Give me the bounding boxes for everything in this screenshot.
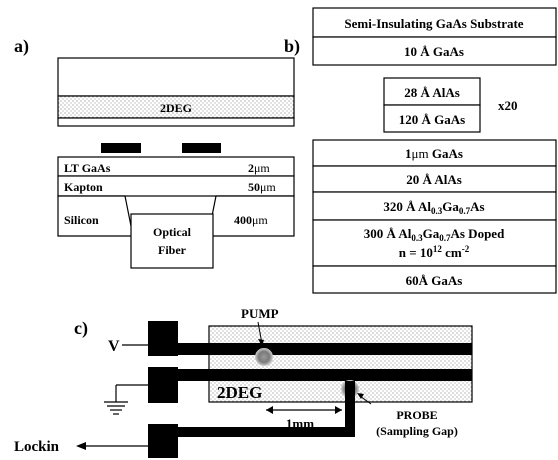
- panel-a-label: a): [14, 36, 29, 57]
- lt-gaas-name: LT GaAs: [64, 161, 111, 175]
- v-label: V: [108, 338, 120, 355]
- superlattice-alas: [383, 77, 481, 106]
- panel-c: c) PUMP V 2DEG PROB: [14, 306, 473, 458]
- strip-middle: [176, 369, 472, 381]
- layer-10-gaas-label: 10 Å GaAs: [404, 44, 464, 59]
- layer-320-algaas: [312, 191, 557, 221]
- layer-20-alas-label: 20 Å AlAs: [406, 172, 462, 187]
- panel-a-top-wafer: 2DEG: [57, 57, 295, 127]
- electrode-left: [101, 143, 141, 153]
- pump-label: PUMP: [241, 306, 279, 321]
- layer-60-gaas-label: 60Å GaAs: [406, 273, 463, 288]
- superlattice-gaas-label: 120 Å GaAs: [399, 112, 465, 127]
- panel-b-label: b): [284, 36, 300, 57]
- pad-middle: [148, 367, 178, 403]
- kapton-layer: Kapton 50μm: [57, 175, 295, 197]
- top-wafer-bottom-layer: [57, 117, 295, 127]
- probe-arrowhead: [357, 393, 364, 399]
- panel-b: b) Semi-Insulating GaAs Substrate 10 Å G…: [284, 7, 557, 294]
- kapton-name: Kapton: [64, 180, 103, 194]
- probe-label: PROBE: [396, 408, 437, 422]
- two-deg-chip: [208, 325, 473, 403]
- silicon-thickness: 400μm: [234, 213, 268, 227]
- layer-300-doped-label: 300 Å Al0.3Ga0.7As Doped: [364, 226, 505, 243]
- layer-320-algaas-label: 320 Å Al0.3Ga0.7As: [383, 199, 484, 216]
- scale-arrow-right: [335, 406, 342, 414]
- silicon-name: Silicon: [64, 213, 99, 227]
- superlattice-alas-label: 28 Å AlAs: [404, 85, 460, 100]
- pad-bottom: [148, 424, 178, 458]
- scale-label: 1mm: [286, 416, 314, 431]
- scale-arrow-left: [266, 406, 273, 414]
- lockin-label: Lockin: [14, 439, 60, 455]
- lt-gaas-layer: LT GaAs 2μm: [57, 156, 295, 177]
- substrate-label: Semi-Insulating GaAs Substrate: [344, 16, 523, 31]
- top-wafer-body: [57, 57, 295, 97]
- two-deg-label-c: 2DEG: [217, 383, 262, 402]
- fiber-label-line1: Optical: [153, 225, 192, 239]
- probe-horizontal-strip: [176, 427, 355, 437]
- kapton-thickness: 50μm: [248, 180, 276, 194]
- pad-top: [148, 321, 178, 356]
- kapton-rect: [57, 175, 295, 197]
- panel-a: a) 2DEG LT GaAs 2μm Kapton 50μm Silicon: [14, 36, 295, 269]
- superlattice-gaas: [383, 104, 481, 133]
- layer-1um-gaas-label: 1μm GaAs: [405, 146, 463, 161]
- optical-fiber: Optical Fiber: [130, 213, 214, 269]
- layer-60-gaas: [312, 265, 557, 294]
- lt-gaas-thickness: 2μm: [248, 161, 270, 175]
- layer-10-gaas: [312, 36, 557, 66]
- repeat-label: x20: [498, 98, 518, 113]
- substrate-layer: [312, 7, 557, 38]
- strip-top: [176, 343, 472, 355]
- probe-sublabel: (Sampling Gap): [376, 424, 458, 438]
- pump-spot: [255, 348, 273, 366]
- fiber-label-line2: Fiber: [158, 243, 187, 257]
- lockin-arrowhead: [76, 442, 86, 450]
- electrode-right: [182, 143, 221, 153]
- panel-c-label: c): [74, 318, 88, 339]
- doping-label: n = 1012 cm-2: [399, 244, 470, 260]
- probe-vertical-strip: [345, 381, 355, 435]
- two-deg-label-a: 2DEG: [160, 101, 192, 115]
- layer-300-doped: [312, 219, 557, 267]
- fiber-body: [130, 213, 214, 269]
